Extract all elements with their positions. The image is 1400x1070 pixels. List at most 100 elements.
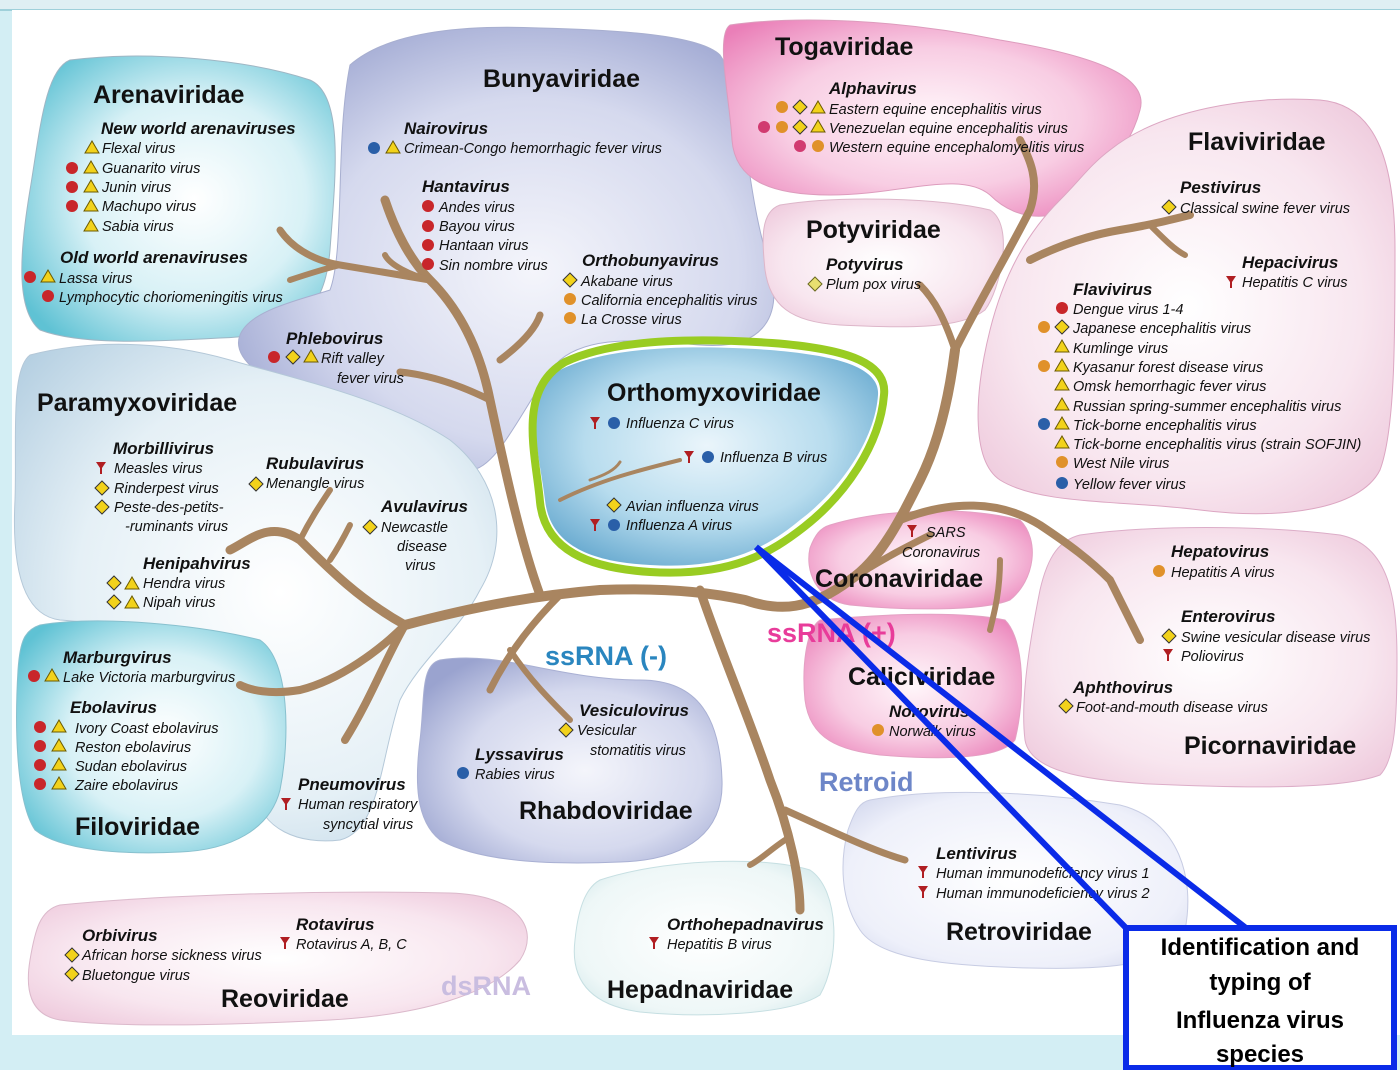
species-label: Machupo virus <box>102 199 196 215</box>
red-biohazard-icon <box>268 351 280 363</box>
human-goblet-icon <box>918 866 928 878</box>
yellow-warning-icon <box>1054 416 1070 430</box>
species-label: Lake Victoria marburgvirus <box>63 670 235 686</box>
human-goblet-icon <box>1226 276 1236 288</box>
genus-label: Lyssavirus <box>475 745 564 764</box>
red-biohazard-icon <box>794 140 806 152</box>
plant-icon <box>807 276 823 292</box>
yellow-warning-icon <box>83 218 99 232</box>
red-biohazard-icon <box>34 759 46 771</box>
tree-branch-orthomyxo-2 <box>588 460 622 482</box>
paramyxoviridae-title: Paramyxoviridae <box>37 389 237 417</box>
livestock-icon <box>1161 628 1177 644</box>
genus-label: Hepacivirus <box>1242 253 1338 272</box>
genus-label: Marburgvirus <box>63 648 172 667</box>
species-label: Eastern equine encephalitis virus <box>829 102 1042 118</box>
species-label: Akabane virus <box>580 274 673 290</box>
dsrna-label: dsRNA <box>441 971 531 1001</box>
genus-label: Aphthovirus <box>1072 678 1173 697</box>
species-label: SARS <box>926 525 966 541</box>
livestock-icon <box>792 99 808 115</box>
livestock-icon <box>558 722 574 738</box>
species-label: disease <box>397 539 447 555</box>
tree-branch-picorna <box>896 501 1144 644</box>
red-biohazard-icon <box>28 670 40 682</box>
yellow-warning-icon <box>40 269 56 283</box>
callout-pointer-line-1 <box>753 544 1131 933</box>
blue-biohazard-icon <box>368 142 380 154</box>
species-label: Rotavirus A, B, C <box>296 937 407 953</box>
genus-label: Enterovirus <box>1181 607 1275 626</box>
tree-branch-retro-3 <box>747 837 788 868</box>
genus-label: Potyvirus <box>826 255 903 274</box>
species-label: Venezuelan equine encephalitis virus <box>829 121 1068 137</box>
species-label: Lymphocytic choriomeningitis virus <box>59 290 283 306</box>
yellow-warning-icon <box>124 576 140 590</box>
species-label: Zaire ebolavirus <box>74 778 178 794</box>
species-label: Yellow fever virus <box>1073 477 1186 493</box>
genus-label: Lentivirus <box>936 844 1017 863</box>
callout-line-3: Influenza virus <box>1176 1007 1344 1034</box>
human-goblet-icon <box>918 886 928 898</box>
species-label: Newcastle <box>381 520 448 536</box>
species-label: stomatitis virus <box>590 743 686 759</box>
callout-pointer-line-2 <box>754 544 1248 931</box>
species-label: Hepatitis B virus <box>667 937 772 953</box>
species-label: Human respiratory <box>298 797 418 813</box>
species-label: Coronavirus <box>902 545 980 561</box>
livestock-icon <box>64 966 80 982</box>
red-biohazard-icon <box>34 740 46 752</box>
genus-label: Vesiculovirus <box>579 701 689 720</box>
species-label: Sabia virus <box>102 219 174 235</box>
yellow-warning-icon <box>810 119 826 133</box>
human-goblet-icon <box>590 519 600 531</box>
red-biohazard-icon <box>66 200 78 212</box>
red-biohazard-icon <box>422 200 434 212</box>
human-goblet-icon <box>590 417 600 429</box>
togaviridae-title: Togaviridae <box>775 33 914 61</box>
species-label: Japanese encephalitis virus <box>1072 321 1251 337</box>
species-label: Western equine encephalomyelitis virus <box>829 140 1084 156</box>
species-label: Junin virus <box>101 180 171 196</box>
red-biohazard-icon <box>34 778 46 790</box>
livestock-icon <box>94 480 110 496</box>
livestock-icon <box>792 119 808 135</box>
genus-label: Henipahvirus <box>143 554 251 573</box>
genus-label: Orthohepadnavirus <box>667 915 824 934</box>
blue-biohazard-icon <box>457 767 469 779</box>
paramyxoviridae-region <box>13 343 498 842</box>
bunyaviridae-region <box>238 26 775 471</box>
species-label: Influenza B virus <box>720 450 827 466</box>
genus-label: Old world arenaviruses <box>60 248 248 267</box>
livestock-icon <box>94 499 110 515</box>
species-label: Measles virus <box>114 461 203 477</box>
livestock-icon <box>1058 698 1074 714</box>
yellow-warning-icon <box>44 668 60 682</box>
coronaviridae-title: Coronaviridae <box>815 565 983 593</box>
yellow-warning-icon <box>1054 358 1070 372</box>
species-label: Human immunodeficiency virus 2 <box>936 886 1150 902</box>
yellow-warning-icon <box>84 140 100 154</box>
species-label: Crimean-Congo hemorrhagic fever virus <box>404 141 662 157</box>
livestock-icon <box>562 272 578 288</box>
species-label: -ruminants virus <box>125 519 228 535</box>
red-biohazard-icon <box>34 721 46 733</box>
phylogenetic-tree <box>225 136 1194 915</box>
tree-branch-retroid <box>695 585 805 915</box>
species-label: Tick-borne encephalitis virus (strain SO… <box>1073 437 1361 453</box>
species-label: Sin nombre virus <box>439 258 548 274</box>
yellow-warning-icon <box>1054 397 1070 411</box>
species-label: Omsk hemorrhagic fever virus <box>1073 379 1266 395</box>
rhabdoviridae-title: Rhabdoviridae <box>519 797 693 825</box>
species-label: Tick-borne encephalitis virus <box>1073 418 1257 434</box>
species-label: fever virus <box>337 371 404 387</box>
species-label: Bluetongue virus <box>82 968 190 984</box>
tree-branch-ortho-bunya <box>496 311 544 364</box>
retroid-label: Retroid <box>819 767 914 797</box>
orange-biohazard-icon <box>564 312 576 324</box>
blue-biohazard-icon <box>1056 477 1068 489</box>
species-label: Kumlinge virus <box>1073 341 1168 357</box>
yellow-warning-icon <box>1054 377 1070 391</box>
